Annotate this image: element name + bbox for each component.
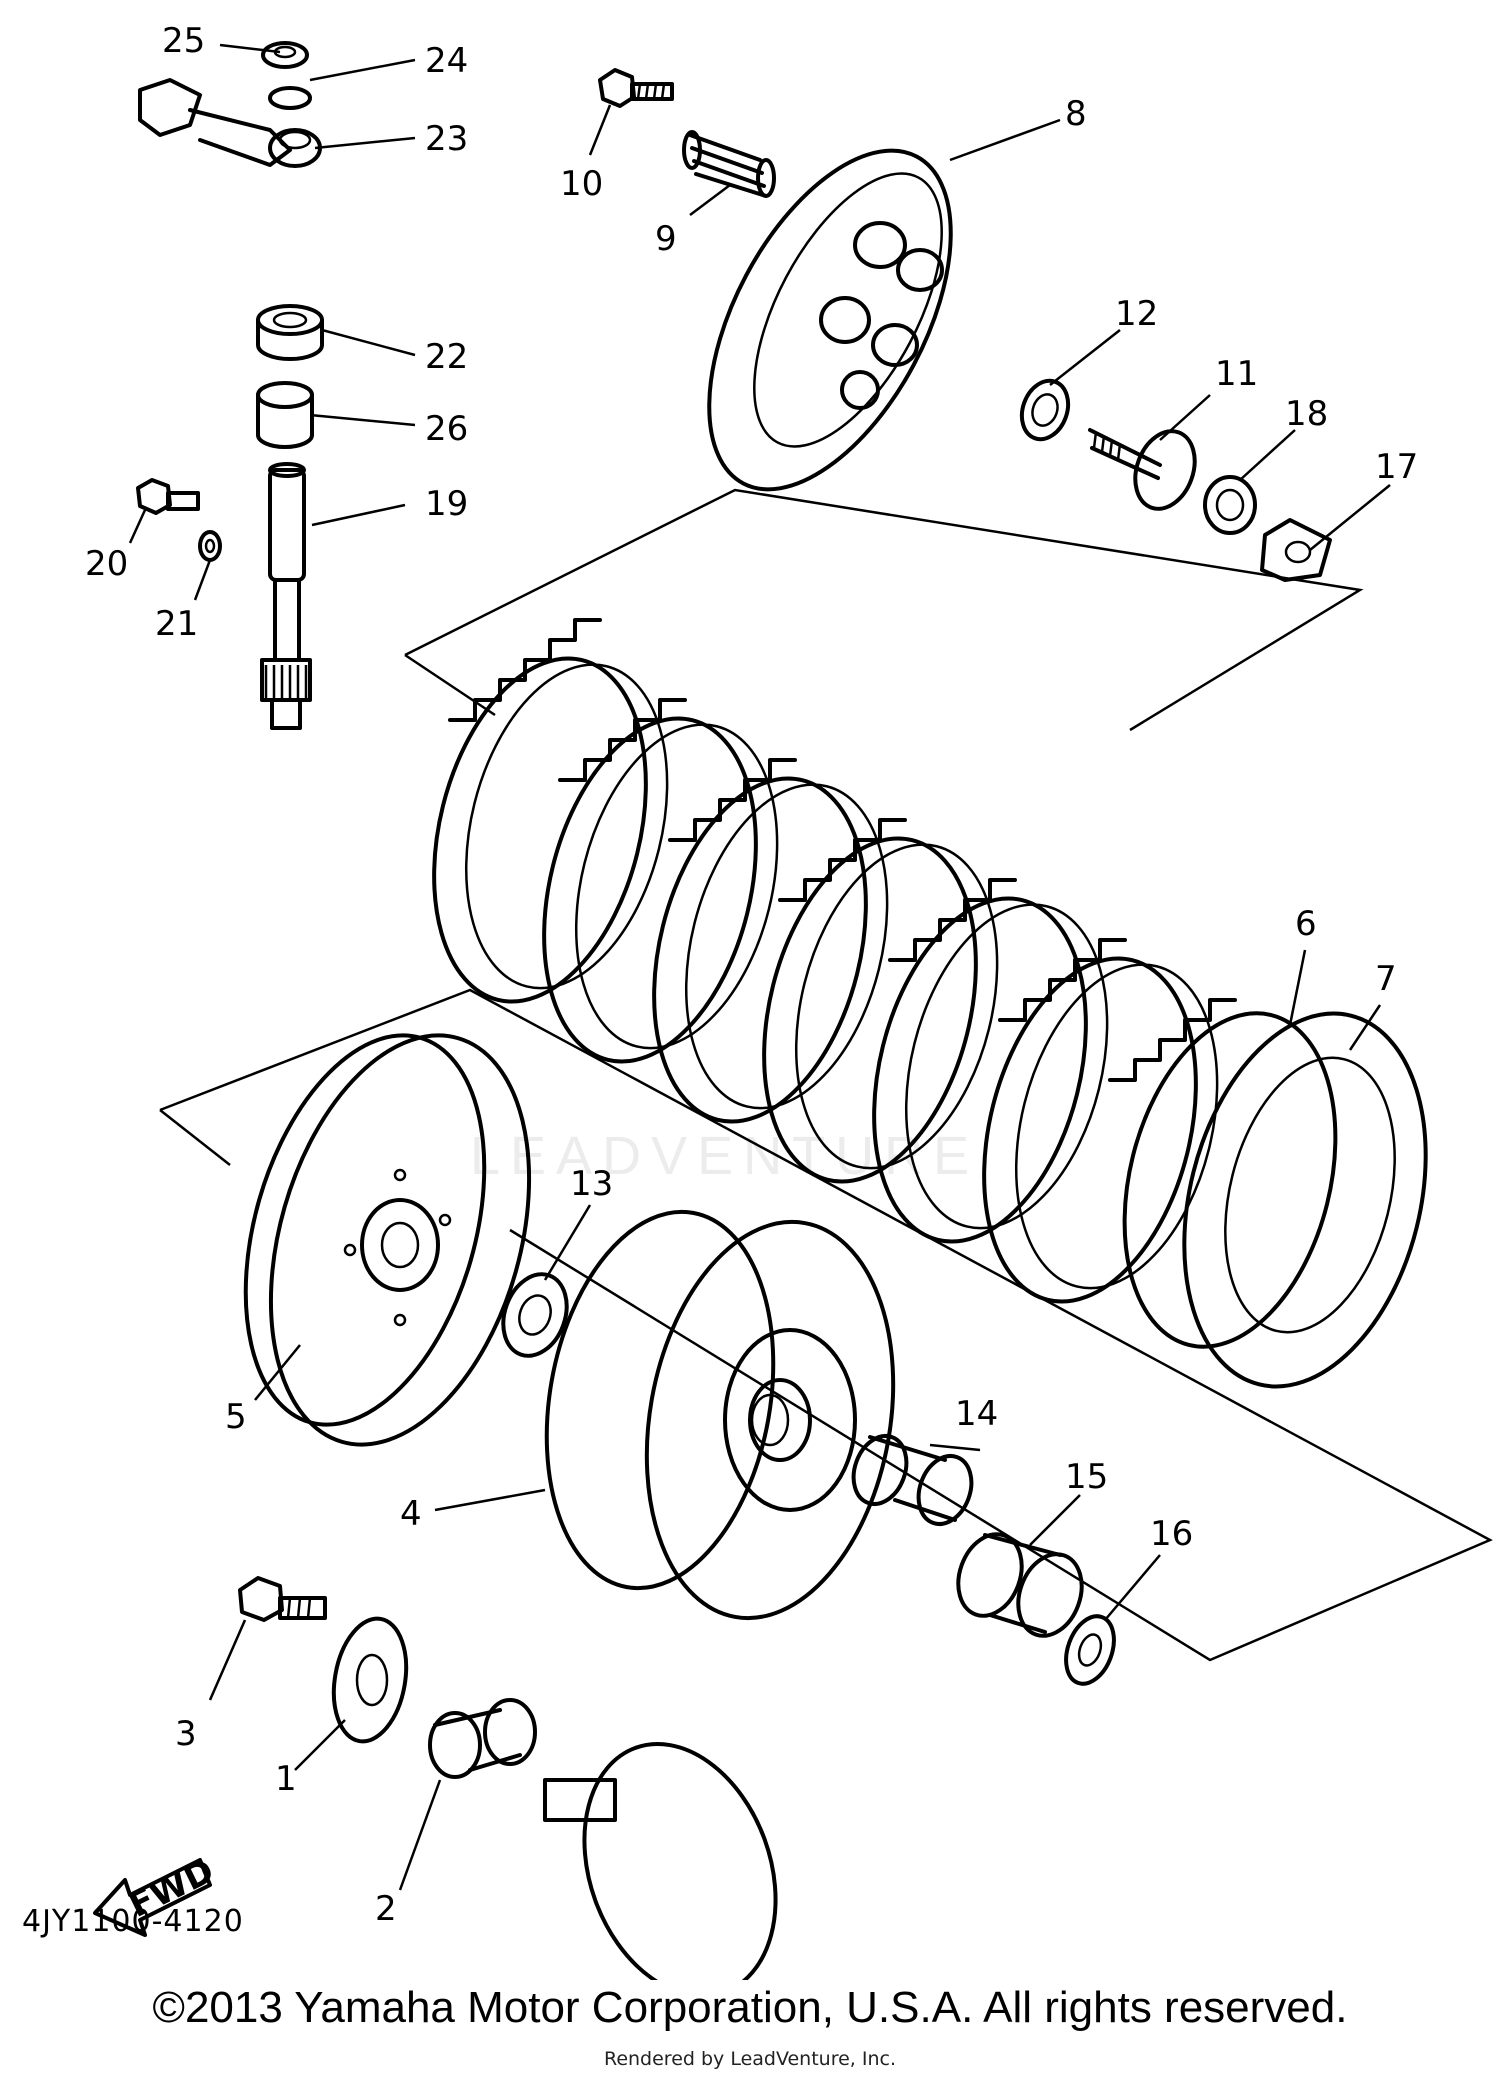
callout-9: 9 <box>655 219 677 259</box>
diagram-code: 4JY1100-4120 <box>22 1904 244 1939</box>
watermark: LEADVENTURE <box>470 1126 980 1186</box>
callout-6: 6 <box>1295 904 1317 944</box>
kick-shaft-part <box>136 304 324 730</box>
copyright-notice: ©2013 Yamaha Motor Corporation, U.S.A. A… <box>152 1983 1348 2032</box>
primary-driven-gear-part <box>243 1033 532 1447</box>
exploded-parts-diagram: FWD 25 24 23 22 26 19 <box>85 21 1493 1980</box>
callout-8: 8 <box>1065 94 1087 134</box>
friction-plate-7-part <box>1122 1011 1428 1389</box>
callout-21: 21 <box>155 604 198 644</box>
push-rod-part <box>1019 378 1332 582</box>
callout-14: 14 <box>955 1394 998 1434</box>
callout-3: 3 <box>175 1714 197 1754</box>
rendered-by-credit: Rendered by LeadVenture, Inc. <box>603 2048 897 2070</box>
callout-15: 15 <box>1065 1457 1108 1497</box>
callout-10: 10 <box>560 164 603 204</box>
callout-20: 20 <box>85 544 128 584</box>
clutch-boss-part <box>544 1209 896 1621</box>
spacer-bearing-part <box>851 1434 1116 1686</box>
callout-2: 2 <box>375 1889 397 1929</box>
callout-25: 25 <box>162 21 205 61</box>
callout-23: 23 <box>425 119 468 159</box>
callout-11: 11 <box>1215 354 1258 394</box>
clutch-plates-frame <box>159 488 1493 1662</box>
clutch-lever-part <box>138 41 322 168</box>
pressure-plate-part <box>598 68 953 492</box>
primary-drive-part <box>238 1576 778 1980</box>
callout-5: 5 <box>225 1397 247 1437</box>
callout-24: 24 <box>425 41 468 81</box>
callout-22: 22 <box>425 337 468 377</box>
callout-17: 17 <box>1375 447 1418 487</box>
leader-lines <box>128 43 1391 1891</box>
callout-1: 1 <box>275 1759 297 1799</box>
callout-26: 26 <box>425 409 468 449</box>
callout-16: 16 <box>1150 1514 1193 1554</box>
thrust-washer-part <box>501 1272 569 1358</box>
callout-12: 12 <box>1115 294 1158 334</box>
friction-plates-part <box>432 618 1237 1304</box>
callout-4: 4 <box>400 1494 422 1534</box>
callout-19: 19 <box>425 484 468 524</box>
callout-7: 7 <box>1375 959 1397 999</box>
callout-13: 13 <box>570 1164 613 1204</box>
callout-18: 18 <box>1285 394 1328 434</box>
callout-labels: 25 24 23 22 26 19 20 21 10 9 8 12 11 18 … <box>85 21 1418 1929</box>
